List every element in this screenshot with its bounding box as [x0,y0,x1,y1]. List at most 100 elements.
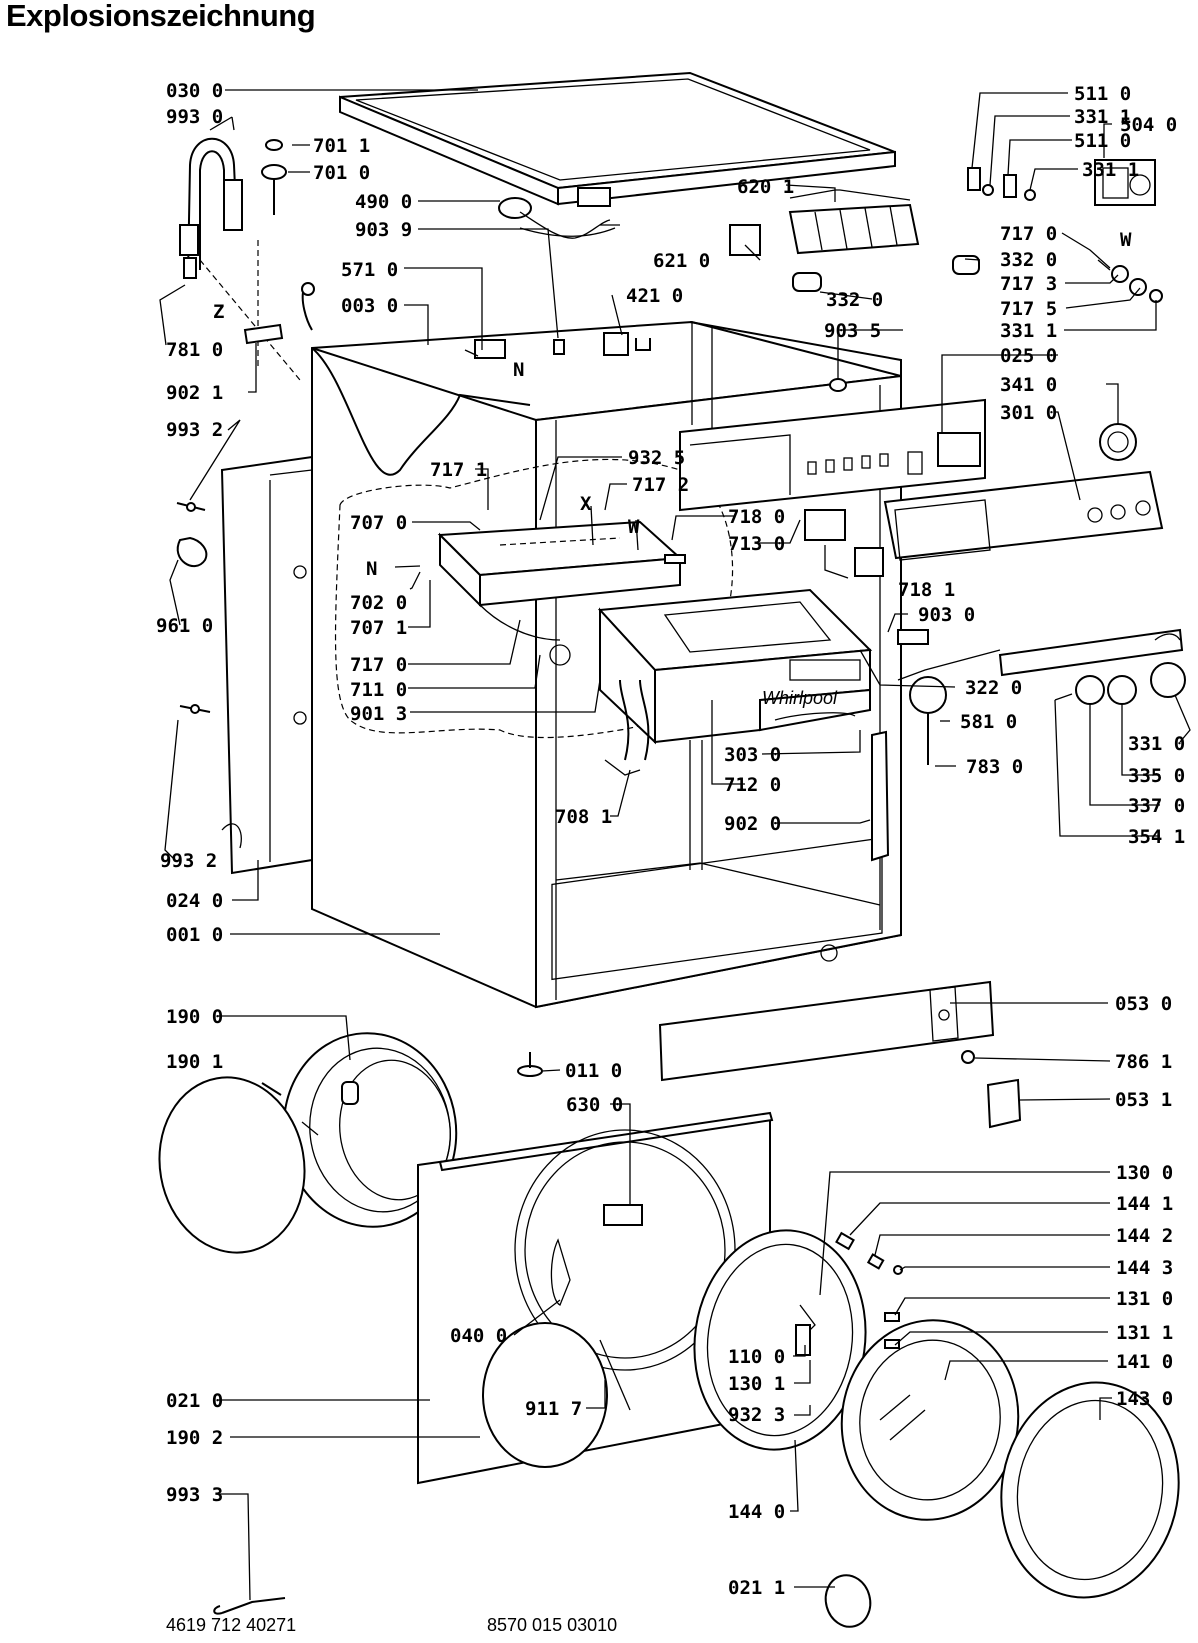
code-707-0: 707 0 [350,512,407,534]
door-ring-144 [693,1229,867,1451]
door-glass-141 [840,1319,1020,1521]
code-902-1: 902 1 [166,382,223,404]
part-code-labels: 030 0 993 0 701 1 701 0 490 0 903 9 571 … [156,80,1185,1599]
knob-341 [1099,423,1137,461]
code-911-7: 911 7 [525,1398,582,1420]
switch-717-cluster [1097,259,1163,303]
code-143-0: 143 0 [1116,1388,1173,1410]
code-332-0-a: 332 0 [826,289,883,311]
lamp-903-5 [829,378,847,392]
code-901-3: 901 3 [350,703,407,725]
programmer-504 [1094,159,1156,206]
inlet-valve-490 [498,187,616,239]
bulbs-511 [967,167,1036,201]
bracket-902-1 [243,323,284,345]
code-003-0: 003 0 [341,295,398,317]
code-331-0: 331 0 [1128,733,1185,755]
code-322-0: 322 0 [965,677,1022,699]
knobs [1054,662,1186,705]
switch-621 [729,224,761,256]
code-131-1: 131 1 [1116,1322,1173,1344]
marker-w-mid: W [628,516,640,538]
screws-993-2 [176,502,211,714]
marker-n-top: N [513,359,524,381]
hinge-pins-144 [835,1231,903,1349]
code-053-1: 053 1 [1115,1089,1172,1111]
code-190-2: 190 2 [166,1427,223,1449]
knob-786 [961,1050,975,1064]
screw-011 [517,1052,543,1077]
code-993-2-b: 993 2 [160,850,217,872]
code-783-0: 783 0 [966,756,1023,778]
code-511-0-a: 511 0 [1074,83,1131,105]
plinth-053 [658,980,995,1082]
fascia-panel-301 [883,470,1164,561]
code-504-0: 504 0 [1120,114,1177,136]
capacitor-332a [792,272,822,292]
marker-w-top: W [1120,229,1132,251]
worktop-lid [339,71,896,206]
code-718-1: 718 1 [898,579,955,601]
code-332-0-b: 332 0 [1000,249,1057,271]
code-053-0: 053 0 [1115,993,1172,1015]
footer-doc-number-left: 4619 712 40271 [166,1615,296,1635]
connector-903-0 [897,629,929,645]
connector-903-9 [553,339,565,355]
code-701-0: 701 0 [313,162,370,184]
screw-701 [261,139,287,215]
brand-logo: Whirlpool [762,688,838,708]
code-708-1: 708 1 [555,806,612,828]
code-021-1: 021 1 [728,1577,785,1599]
code-030-0: 030 0 [166,80,223,102]
code-354-1: 354 1 [1128,826,1185,848]
code-141-0: 141 0 [1116,1351,1173,1373]
code-903-5: 903 5 [824,320,881,342]
wrench-993-3 [213,1597,286,1615]
code-331-1-c: 331 1 [1000,320,1057,342]
code-961-0: 961 0 [156,615,213,637]
seal-disc-190-1 [158,1076,306,1254]
door-frame-143 [1000,1381,1180,1599]
code-011-0: 011 0 [565,1060,622,1082]
code-707-1: 707 1 [350,617,407,639]
footer-doc-number-center: 8570 015 03010 [487,1615,617,1635]
code-630-0: 630 0 [566,1094,623,1116]
code-581-0: 581 0 [960,711,1017,733]
damper-ring-961 [176,536,208,567]
switch-block-620 [788,189,920,255]
code-903-9: 903 9 [355,219,412,241]
code-717-0-a: 717 0 [350,654,407,676]
code-337-0: 337 0 [1128,795,1185,817]
code-713-0: 713 0 [728,533,785,555]
code-717-2: 717 2 [632,474,689,496]
code-993-3: 993 3 [166,1484,223,1506]
hinge-003 [301,282,315,331]
code-702-0: 702 0 [350,592,407,614]
code-301-0: 301 0 [1000,402,1057,424]
marker-z: Z [213,301,224,323]
code-511-0-b: 511 0 [1074,130,1131,152]
capacitor-332b [952,255,980,275]
code-144-1: 144 1 [1116,1193,1173,1215]
front-panel-021 [417,1111,774,1485]
code-786-1: 786 1 [1115,1051,1172,1073]
code-331-1-b: 331 1 [1082,159,1139,181]
code-781-0: 781 0 [166,339,223,361]
detergent-dispenser [437,520,683,666]
relay-421 [603,332,651,356]
back-panel [220,455,313,875]
code-040-0: 040 0 [450,1325,507,1347]
code-717-5: 717 5 [1000,298,1057,320]
letter-markers: N N Z X W W [213,229,1132,580]
code-712-0: 712 0 [724,774,781,796]
code-993-2-a: 993 2 [166,419,223,441]
code-335-0: 335 0 [1128,765,1185,787]
code-331-1-a: 331 1 [1074,106,1131,128]
code-993-0: 993 0 [166,106,223,128]
code-341-0: 341 0 [1000,374,1057,396]
code-903-0: 903 0 [918,604,975,626]
leader-lines [159,89,1191,1601]
code-131-0: 131 0 [1116,1288,1173,1310]
